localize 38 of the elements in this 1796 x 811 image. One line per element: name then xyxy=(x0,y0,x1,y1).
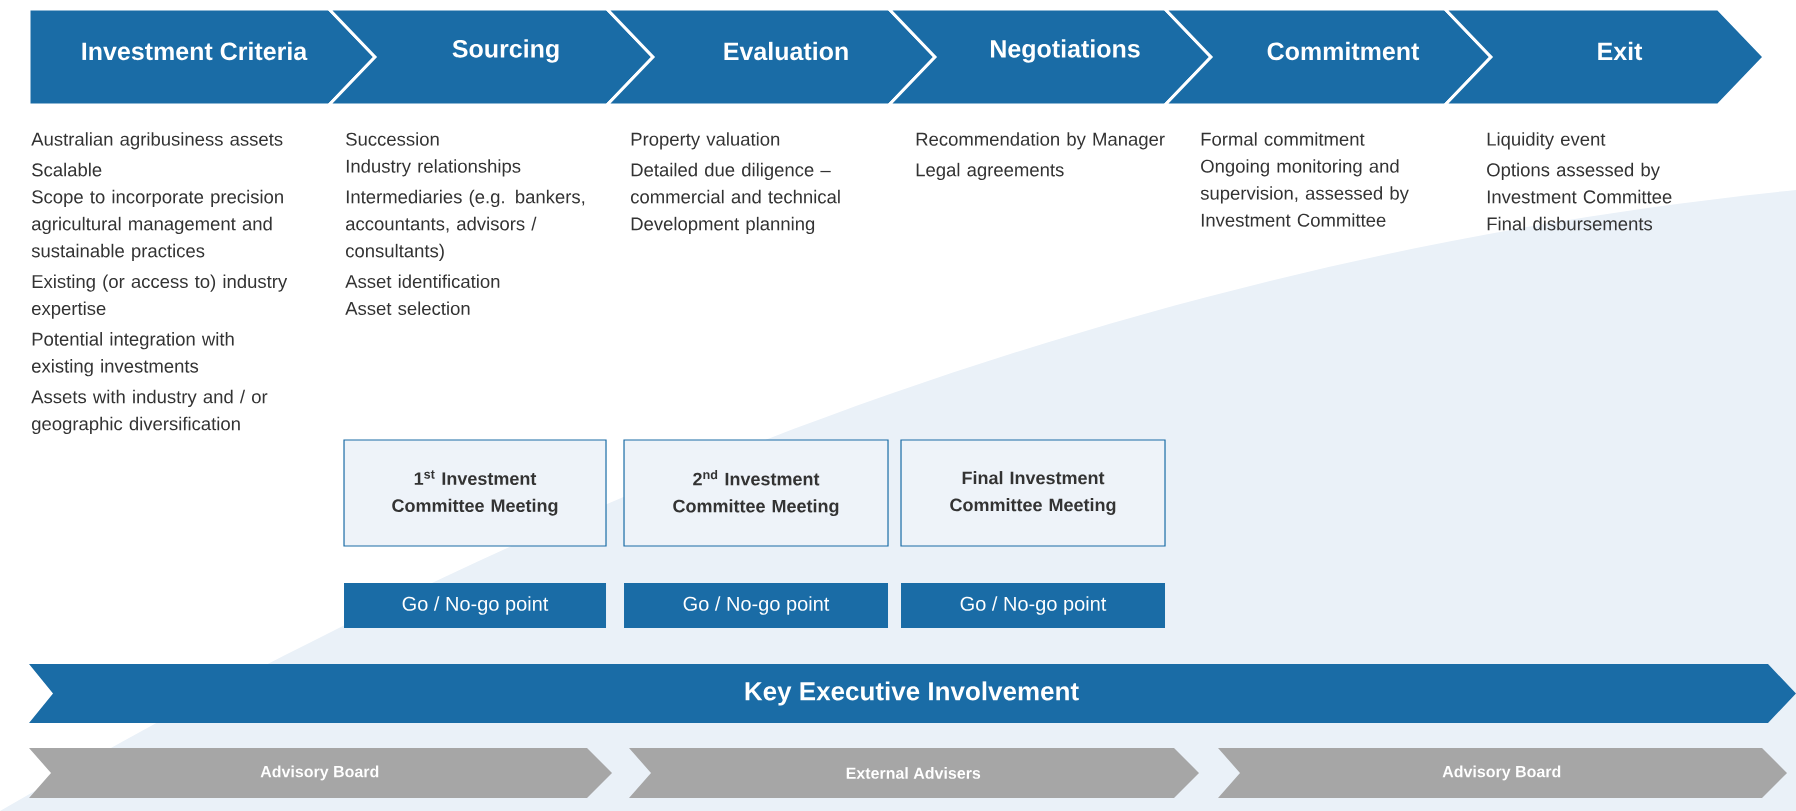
support-banner: External Advisers xyxy=(629,748,1199,798)
bullet-text: Legal agreements xyxy=(916,162,1064,181)
meeting-box: Final Investment Committee Meeting xyxy=(900,439,1166,547)
bullet-text: Existing (or access to) industry expertise xyxy=(32,274,288,319)
decision-bar: Go / No-go point xyxy=(624,583,888,628)
phase-header: Negotiations xyxy=(885,7,1214,107)
bullet-text: Succession xyxy=(346,132,439,146)
bullet-text: Detailed due diligence – commercial and technical xyxy=(631,162,840,204)
phase-header: Sourcing xyxy=(325,7,656,107)
bullet-text: Asset selection xyxy=(345,301,470,316)
bullet-text: Options assessed by Investment Committee xyxy=(1487,162,1672,204)
phase-header: Commitment xyxy=(1161,7,1494,107)
node-label: Exit xyxy=(1598,41,1643,61)
decision-bar: Go / No-go point xyxy=(901,583,1165,628)
bullet-text: Potential integration with existing investments xyxy=(32,332,234,377)
bullet-text: Australian agribusiness assets xyxy=(31,132,283,150)
support-banner: Advisory Board xyxy=(1218,748,1787,798)
bullet-text: Ongoing monitoring and supervision, assessed by Investment Committee xyxy=(1200,159,1409,227)
phase-header: Evaluation xyxy=(603,7,938,107)
bullet-text: Recommendation by Manager xyxy=(916,132,1165,150)
bullet-text: Asset identification xyxy=(345,274,500,289)
meeting-box: 2$^{nd}$ Investment Committee Meeting xyxy=(623,439,889,547)
bullet-text: Scope to incorporate precision agricultural management and sustainable practices xyxy=(31,189,283,262)
bullet-text: Liquidity event xyxy=(1487,132,1606,150)
bullet-text: Intermediaries (e.g. bankers, accountants, advisors / consultants) xyxy=(346,189,585,262)
bullet-text: Final disbursements xyxy=(1487,216,1653,231)
phase-header: Exit xyxy=(1441,7,1767,107)
decision-bar: Go / No-go point xyxy=(344,583,606,628)
bullet-text: Assets with industry and / or geographic diversification xyxy=(31,389,268,434)
bullet-text: Formal commitment xyxy=(1201,132,1365,146)
bullet-text: Scalable xyxy=(32,162,102,177)
support-banner: Advisory Board xyxy=(29,748,612,798)
involvement-banner: Key Executive Involvement xyxy=(29,664,1796,723)
phase-header: Investment Criteria xyxy=(27,7,378,107)
bullet-text: Industry relationships xyxy=(346,159,521,177)
bullet-text: Property valuation xyxy=(631,132,780,150)
meeting-box: 1$^{st}$ Investment Committee Meeting xyxy=(343,439,607,547)
bullet-text: Development planning xyxy=(631,216,815,235)
